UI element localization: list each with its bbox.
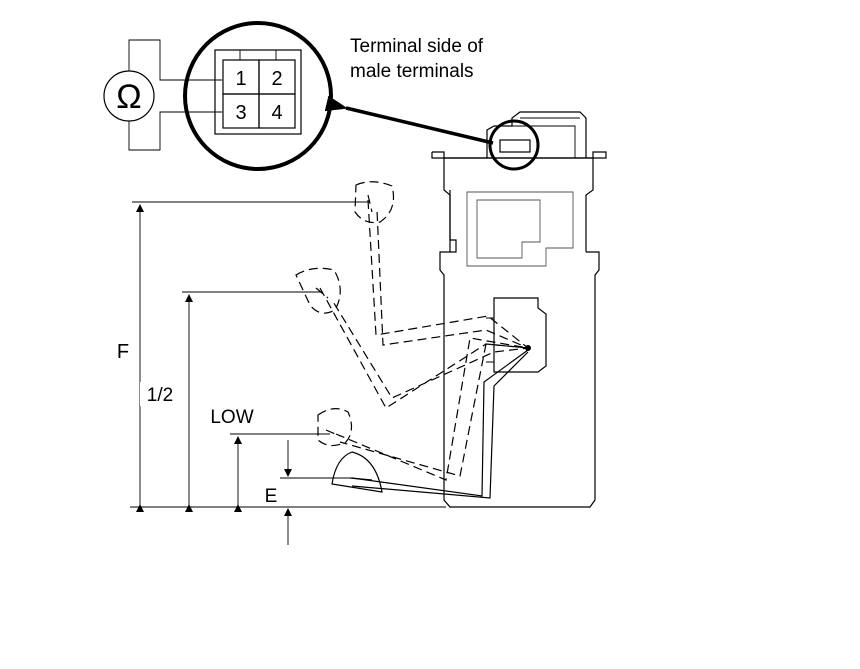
- pin-2-label: 2: [271, 68, 282, 90]
- float-low-position: [317, 337, 529, 481]
- pin-4-label: 4: [271, 102, 282, 124]
- dimension-lines: [130, 201, 446, 545]
- pin-3-label: 3: [235, 102, 246, 124]
- sender-connector-body: [486, 111, 587, 158]
- dimension-half-label: 1/2: [147, 385, 173, 406]
- sender-connector-highlight: [488, 119, 540, 171]
- sender-unit: [431, 111, 607, 508]
- float-half-position: [295, 267, 529, 409]
- detail-pointer-arrow: [324, 95, 494, 145]
- float-empty-position: [331, 349, 529, 499]
- dimension-low-label: LOW: [210, 407, 253, 428]
- connector-caption-line2: male terminals: [350, 61, 474, 82]
- float-arm-pivot: [493, 297, 547, 373]
- sender-top-bracket: [432, 151, 607, 252]
- connector-housing: [214, 49, 302, 135]
- dimension-full-label: F: [117, 341, 129, 363]
- sender-connector-socket: [499, 139, 531, 153]
- connector-detail-circle: [183, 21, 333, 171]
- ohmmeter-lead-top: [128, 39, 222, 81]
- sender-chassis: [439, 190, 600, 508]
- pin-cell-4: [258, 93, 296, 129]
- ohm-symbol: Ω: [116, 78, 141, 116]
- connector-latch: [239, 49, 277, 61]
- float-full-position: [354, 181, 529, 349]
- ohmmeter-lead-bottom: [128, 111, 222, 151]
- connector-detail: 1 2 3 4: [183, 21, 333, 171]
- ohmmeter: Ω: [103, 39, 222, 151]
- connector-caption-line1: Terminal side of: [350, 36, 484, 57]
- dimension-empty-label: E: [265, 486, 278, 507]
- pin-1-label: 1: [235, 68, 246, 90]
